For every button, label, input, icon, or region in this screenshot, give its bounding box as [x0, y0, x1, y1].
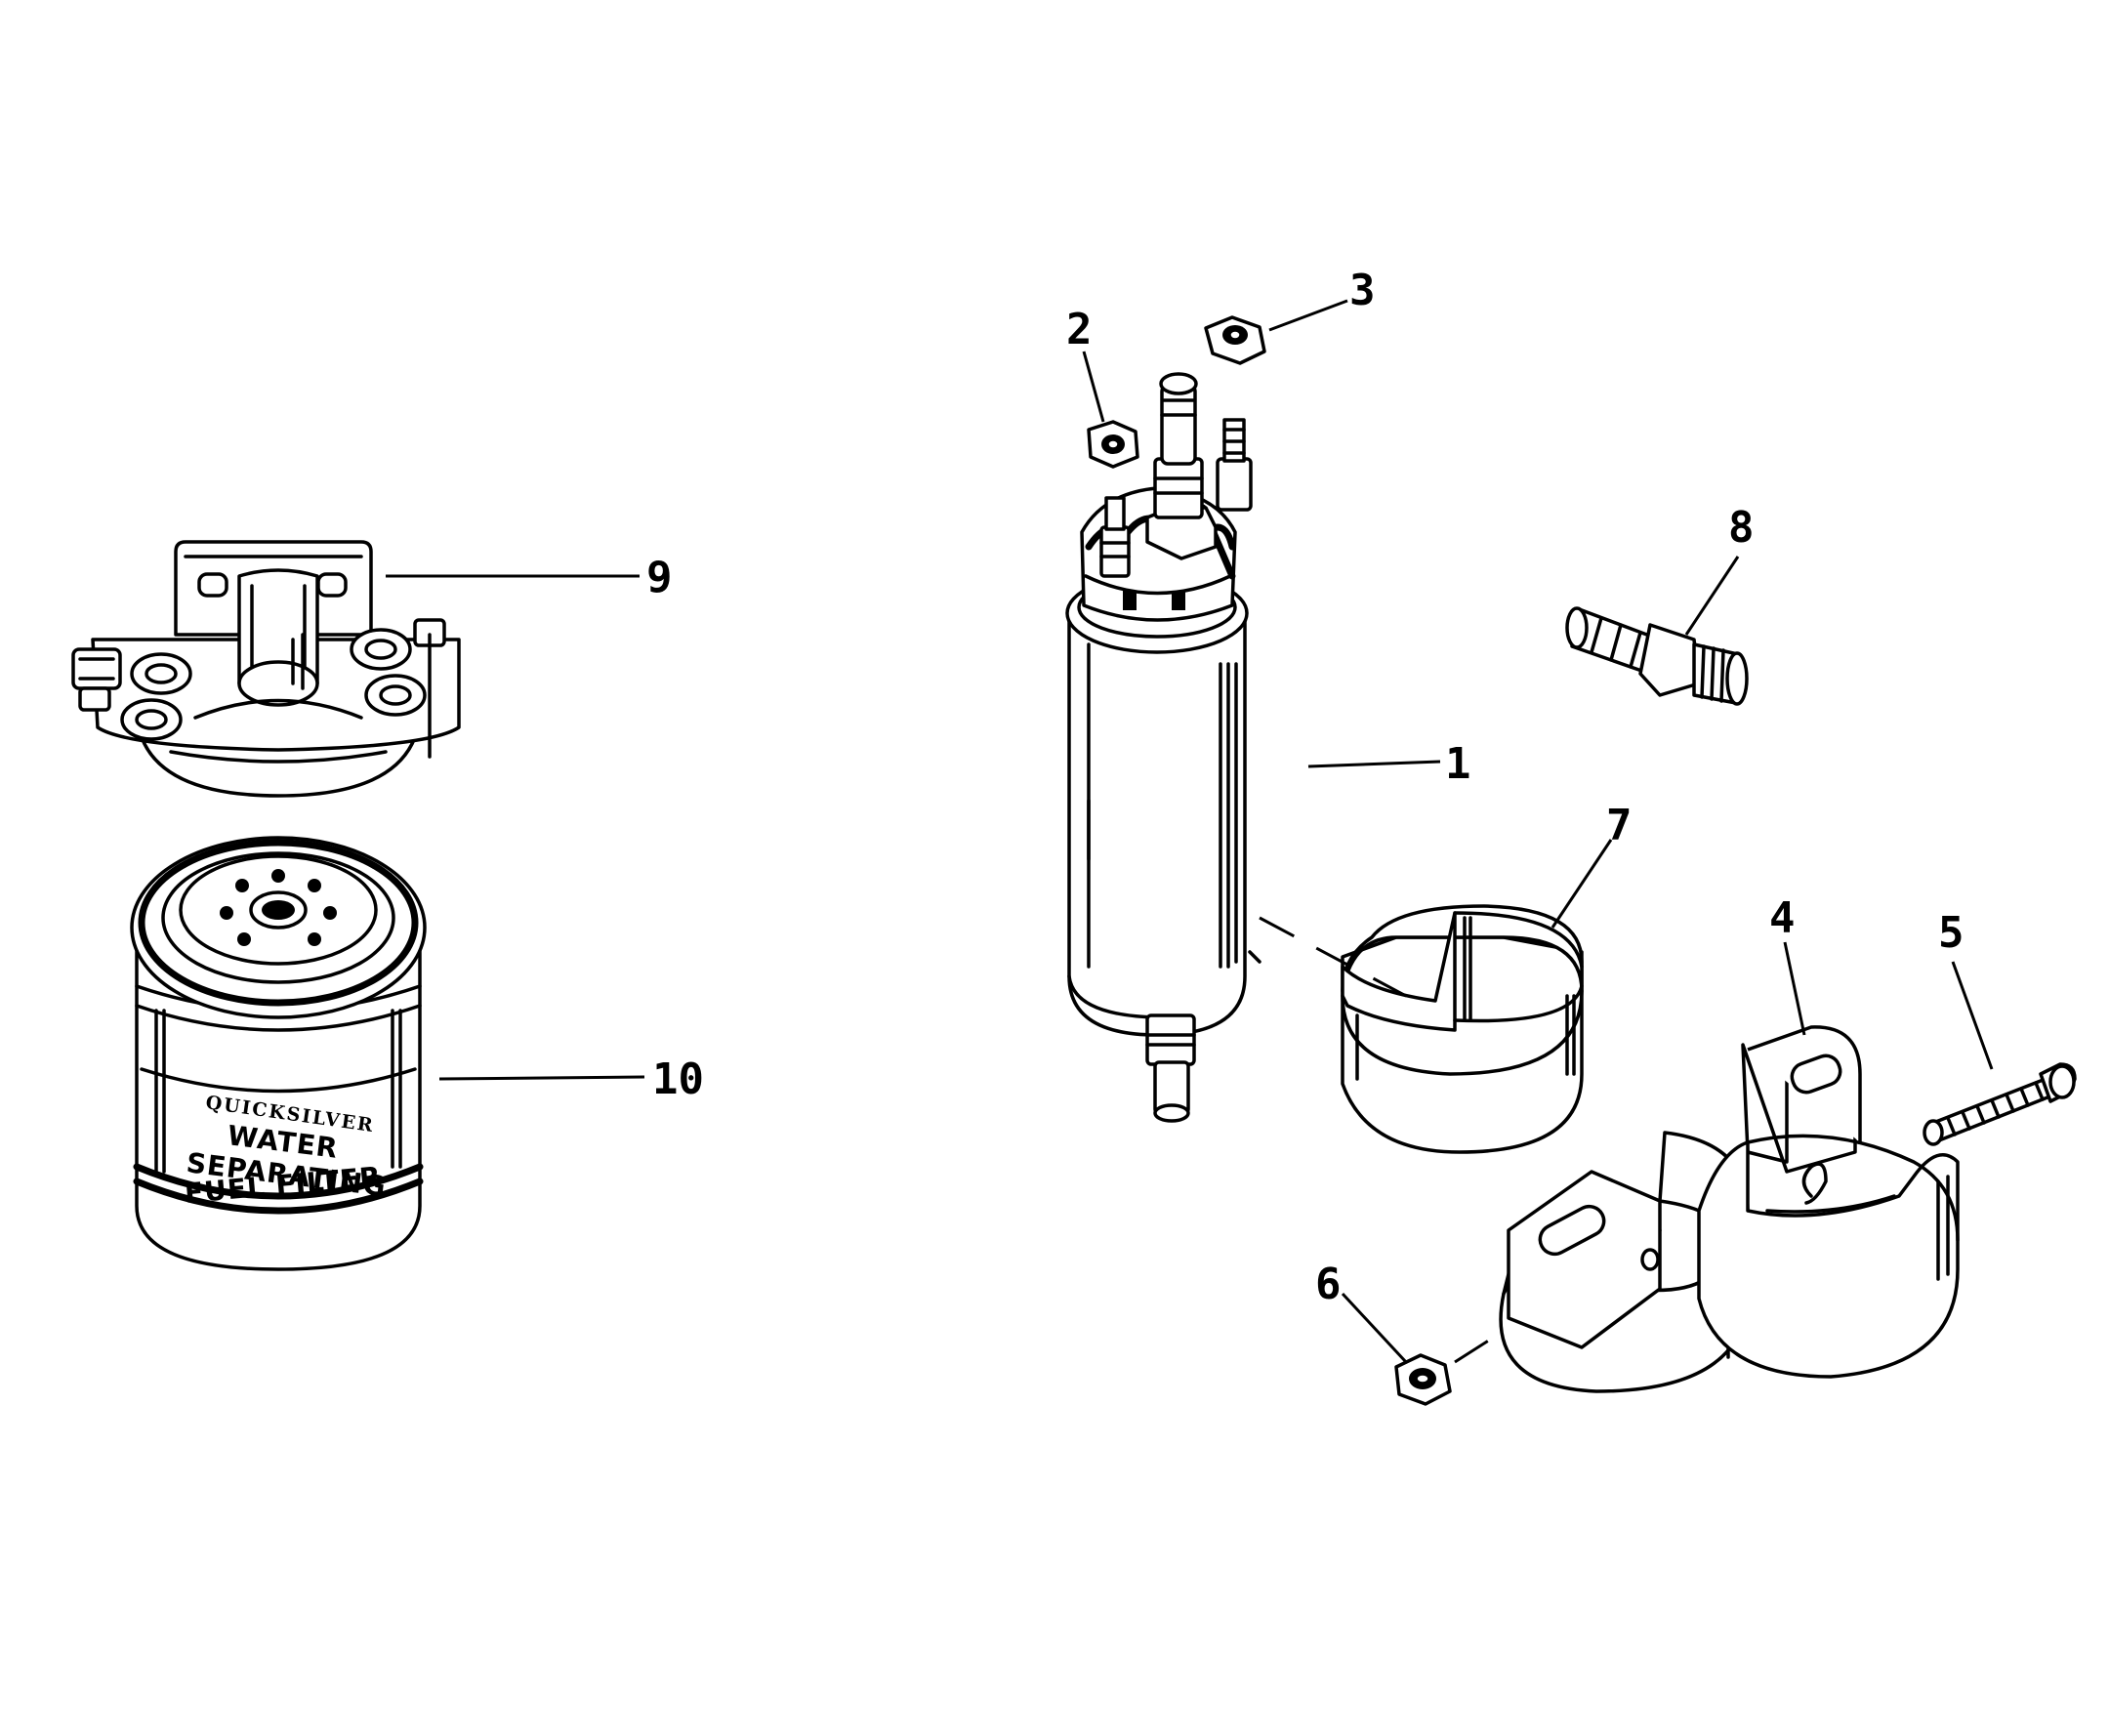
- callout-7: 7: [1606, 801, 1633, 850]
- filter-bracket-part-9: [71, 540, 461, 798]
- callout-1: 1: [1445, 739, 1471, 789]
- fuel-filter-part-10: [130, 836, 427, 1271]
- callout-10: 10: [652, 1054, 704, 1104]
- leader-line-6: [1341, 1292, 1408, 1364]
- screw-part-5: [1923, 1062, 2077, 1146]
- nut-part-6: [1394, 1353, 1452, 1406]
- leader-line-5: [1951, 961, 1994, 1070]
- leader-line-4: [1783, 941, 1806, 1036]
- callout-8: 8: [1728, 503, 1755, 553]
- fuel-pump-part-1: [1065, 372, 1261, 1123]
- leader-line-10: [438, 1075, 645, 1081]
- nut-part-3: [1204, 315, 1266, 365]
- callout-3: 3: [1349, 266, 1376, 315]
- sleeve-part-7: [1341, 904, 1584, 1154]
- callout-2: 2: [1066, 305, 1093, 354]
- assembly-line-pump-sleeve: [1259, 916, 1407, 998]
- clamp-part-4: [1499, 1025, 1960, 1393]
- callout-6: 6: [1315, 1260, 1342, 1309]
- hose-fitting-part-8: [1565, 606, 1749, 706]
- leader-line-1: [1307, 760, 1441, 768]
- callout-4: 4: [1769, 893, 1796, 943]
- leader-line-3: [1268, 299, 1348, 332]
- callout-9: 9: [646, 553, 673, 602]
- leader-line-2: [1082, 351, 1105, 423]
- nut-part-2: [1087, 420, 1139, 469]
- assembly-line-nut-clamp: [1454, 1326, 1509, 1364]
- leader-line-8: [1684, 556, 1740, 636]
- leader-line-7: [1551, 839, 1613, 929]
- callout-5: 5: [1938, 908, 1964, 958]
